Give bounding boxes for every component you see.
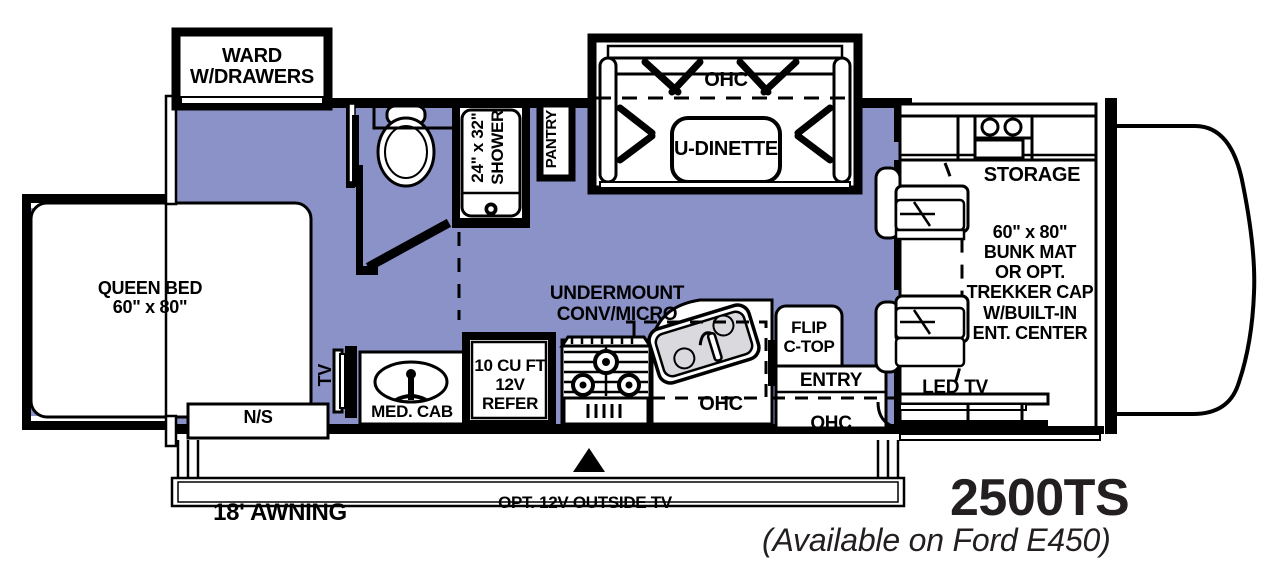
pantry xyxy=(536,100,576,182)
cab-nose-outline xyxy=(1117,124,1257,416)
shower-24x32 xyxy=(452,100,530,320)
cab-seat-driver xyxy=(874,166,970,241)
bathroom-partitions xyxy=(346,98,452,275)
cab-seat-passenger xyxy=(874,294,970,374)
bedroom-slideout xyxy=(22,94,313,448)
med-cab-lav xyxy=(358,350,466,426)
led-tv-unit xyxy=(898,392,1050,426)
model-subtitle: (Available on Ford E450) xyxy=(762,522,1111,558)
tv-bedroom xyxy=(332,346,357,418)
night-stand-ns xyxy=(186,402,330,440)
model-name: 2500TS xyxy=(950,469,1130,527)
wardrobe-with-drawers xyxy=(171,27,333,111)
galley-counter xyxy=(644,298,776,426)
cab-bunk-storage xyxy=(874,98,1104,441)
refrigerator xyxy=(462,332,556,428)
u-dinette-slideout xyxy=(587,33,863,195)
cooktop-oven xyxy=(559,320,653,426)
awning xyxy=(170,440,906,508)
entry-door-area xyxy=(772,364,898,430)
